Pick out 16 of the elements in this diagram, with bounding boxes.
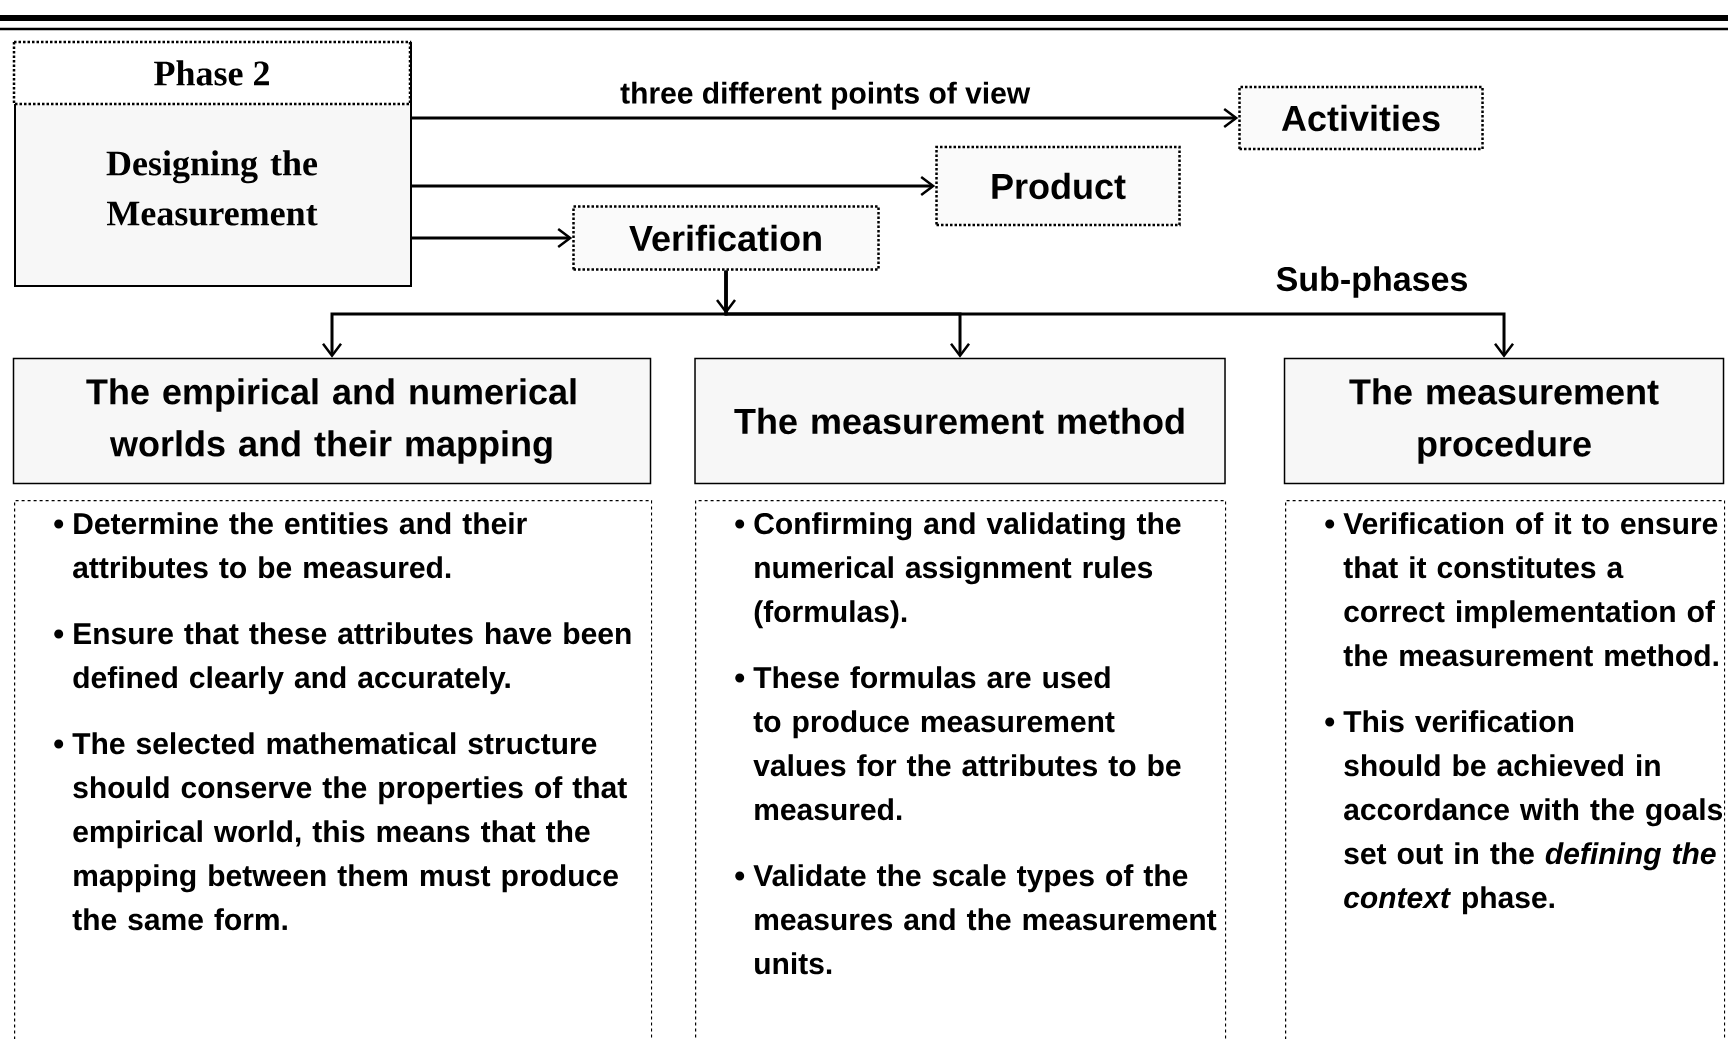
bullet-list-box: Verification of it to ensure that it constitutes a correct implementation of the measurement method. This verification should be achieved in accordance with the goals set out in the defining the context phase.	[1285, 500, 1726, 1039]
arrow	[412, 108, 1239, 128]
dotted-box: Activities	[1238, 85, 1484, 151]
arrow	[412, 228, 573, 248]
edge-label: three different points of view	[620, 81, 1031, 110]
phase-box: Phase 2 Designing the Measurement	[12, 40, 412, 287]
bullet-list-box: Determine the entities and their attributes to be measured. Ensure that these attributes have been defined clearly and accurately. The selected mathematical structure should conserve the properties of that empirical world, this means that the mapping between them must produce the same form.	[14, 500, 653, 1039]
dotted-box: Verification	[572, 205, 880, 271]
arrow	[716, 270, 736, 314]
sub-phase-box: The empirical and numerical worlds and their mapping	[12, 357, 652, 485]
sub-phases-label: Sub-phases	[1276, 266, 1467, 298]
sub-phase-box: The measurement procedure	[1283, 357, 1725, 485]
sub-phase-box: The measurement method	[694, 357, 1226, 485]
dotted-box: Product	[935, 145, 1181, 227]
bullet-list-box: Confirming and validating the numerical assignment rules (formulas). These formulas are used to produce measurement values for the attributes to be measured. Validate the scale types of the measures and the measurement units.	[695, 500, 1227, 1039]
arrow	[412, 176, 936, 196]
